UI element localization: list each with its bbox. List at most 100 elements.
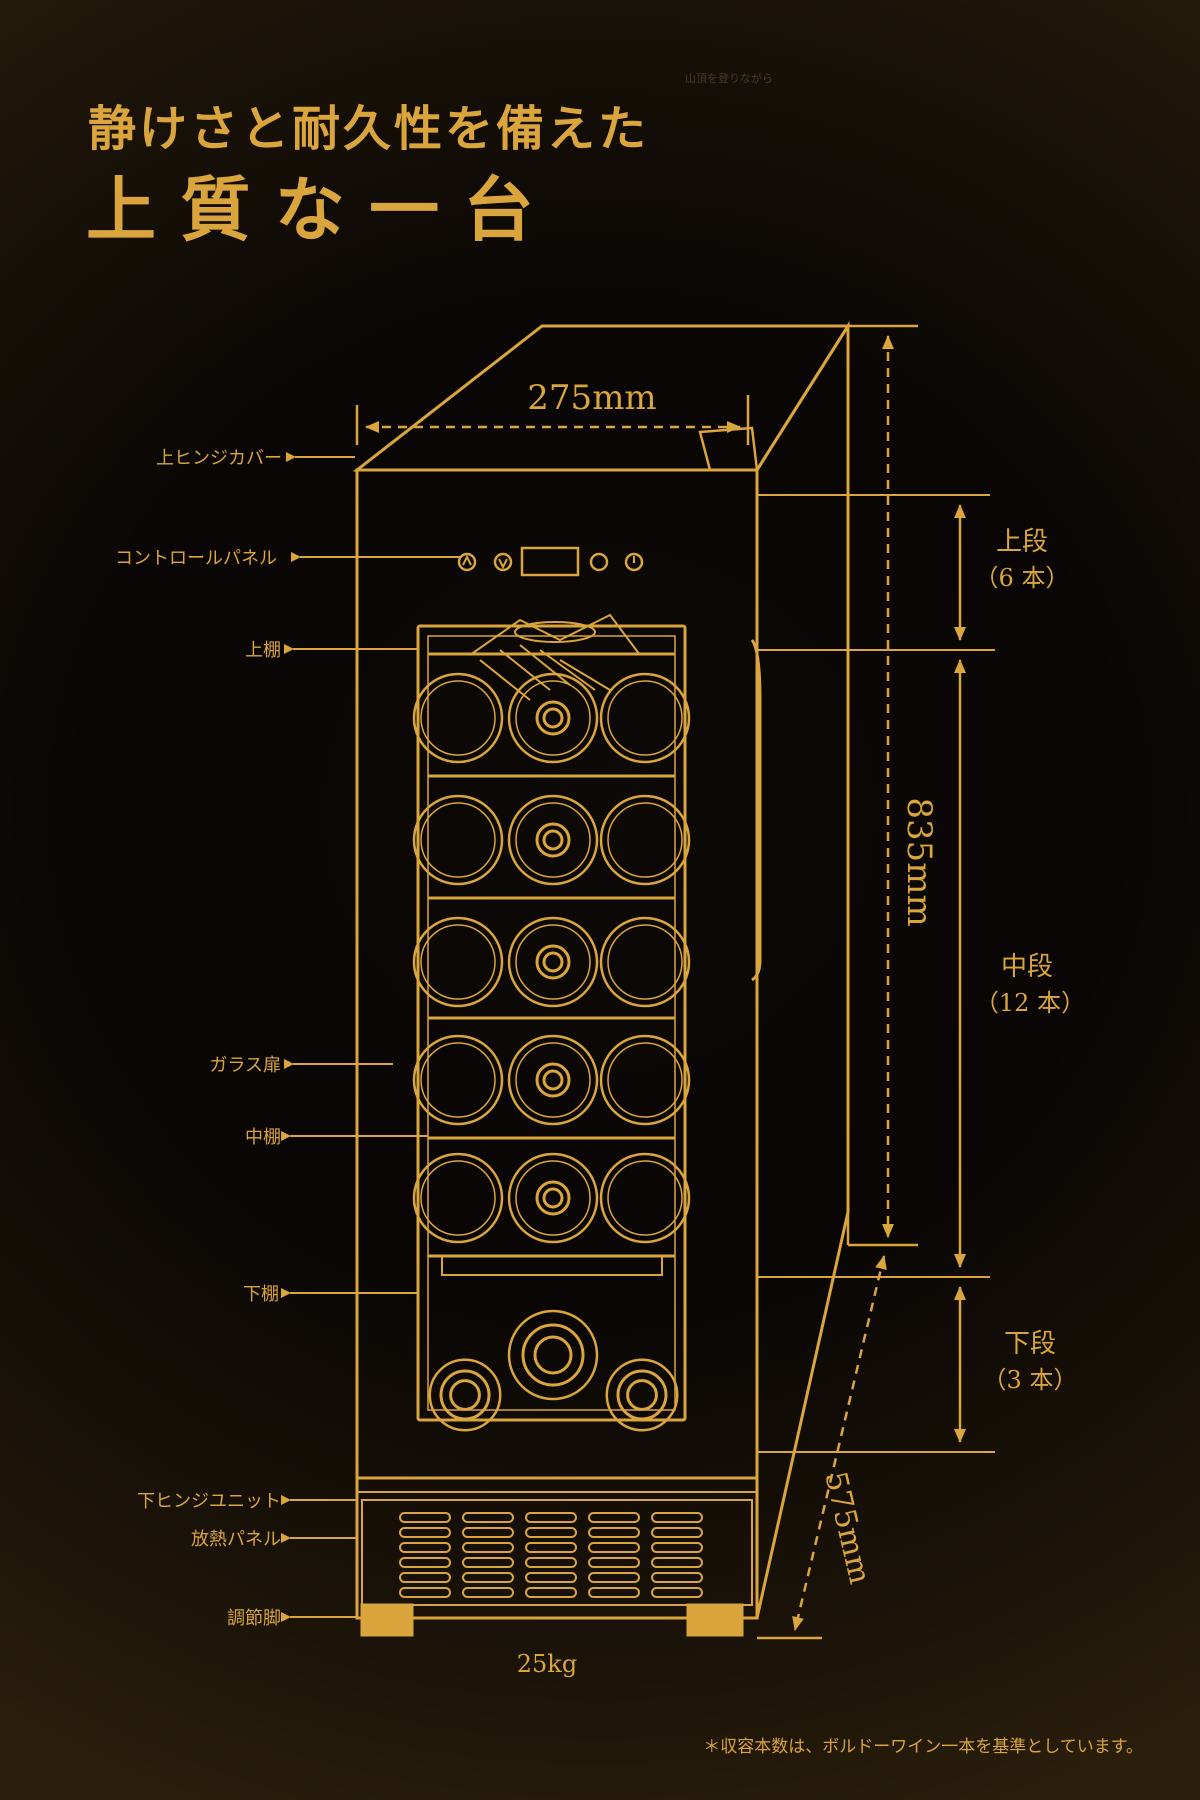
depth-value: 575mm [817,1468,877,1587]
bottle-end-rim [515,924,591,1000]
vent-slot [588,1512,640,1523]
bottle-neck [535,700,571,736]
depth-dimension [757,1212,887,1640]
vent-slot [588,1557,640,1568]
bottle-neck [542,1187,564,1209]
bottle-end-rim [607,924,683,1000]
bottle-end-rim [607,680,683,756]
vent-slot [399,1572,451,1583]
bottle-end [412,672,504,764]
vent-slot [399,1512,451,1523]
vent-slot [462,1542,514,1553]
bottle-end [599,916,691,1008]
bottle-end [412,794,504,886]
bottle-end-rim [607,1042,683,1118]
bottle-end-rim [607,1160,683,1236]
bottle-end-rim [515,1160,591,1236]
section-middle-name: 中段 [1001,952,1053,982]
vent-slot [651,1542,703,1553]
bottle-end-rim [515,680,591,756]
bottom-bottle-end [507,1309,599,1401]
label-heat-panel: 放熱パネル [191,1529,281,1550]
bottom-bottle-end [521,1323,585,1387]
bottle-end [599,794,691,886]
height-value: 835mm [899,797,939,926]
bottle-neck [542,829,564,851]
bottle-end-rim [420,802,496,878]
bottle-neck [535,1062,571,1098]
weight-value: 25kg [517,1650,577,1678]
bottom-bottle-end [626,1379,658,1411]
bottle-end [507,1034,599,1126]
bottle-neck [535,822,571,858]
section-middle-count: （12 本） [975,989,1085,1017]
bottle-group [412,672,691,1432]
part-arrows [281,452,460,1622]
control-panel[interactable] [457,546,644,577]
bottle-end-rim [420,1160,496,1236]
bottle-end [599,672,691,764]
label-middle-shelf: 中棚 [245,1127,281,1148]
vent-slot [525,1572,577,1583]
bottle-end-rim [420,680,496,756]
label-adjustable-feet: 調節脚 [227,1608,281,1629]
bottle-end [507,672,599,764]
vent-slot [588,1572,640,1583]
bottle-end [599,1034,691,1126]
light-button-icon[interactable] [589,552,609,572]
vent-slot [462,1557,514,1568]
width-dimension [355,395,750,445]
bottle-end [412,1034,504,1126]
vent-slot [651,1557,703,1568]
bottom-bottle-end [428,1358,502,1432]
vent-slot [525,1542,577,1553]
footnote: ＊収容本数は、ボルドーワイン一本を基準としています。 [703,1737,1143,1757]
bottom-bottle-end [533,1335,573,1375]
vent-slot [399,1587,451,1598]
vent-slot [651,1512,703,1523]
top-tilted-bottles [469,613,641,701]
section-lower-name: 下段 [1004,1329,1056,1359]
faint-note: 山頂を登りながら [685,71,773,85]
height-dimension [848,324,918,1247]
bottle-end-rim [515,1042,591,1118]
vent-slot [399,1527,451,1538]
bottle-end [507,794,599,886]
vent-slot [588,1527,640,1538]
bottle-neck [542,951,564,973]
display-window [520,546,580,577]
label-lower-hinge-unit: 下ヒンジユニット [137,1491,281,1512]
vent-slot [588,1587,640,1598]
label-upper-shelf: 上棚 [245,640,281,661]
bottle-end-rim [420,1042,496,1118]
shelves [428,652,675,1276]
vent-grille [399,1512,703,1598]
bottle-end-rim [515,802,591,878]
bottle-end [507,1152,599,1244]
bottom-bottle-end [616,1369,668,1421]
bottom-bottle-end [605,1358,679,1432]
section-upper-count: （6 本） [975,564,1070,592]
bottle-end [507,916,599,1008]
vent-slot [462,1527,514,1538]
bottle-neck [542,1069,564,1091]
vent-slot [399,1542,451,1553]
label-lower-shelf: 下棚 [243,1284,279,1305]
label-control-panel: コントロールパネル [115,548,277,569]
section-lower-count: （3 本） [983,1366,1078,1394]
vent-slot [399,1557,451,1568]
vent-slot [462,1587,514,1598]
vent-slot [651,1527,703,1538]
vent-slot [651,1572,703,1583]
vent-slot [525,1587,577,1598]
vent-slot [525,1557,577,1568]
power-button-icon[interactable] [624,552,644,572]
up-button-icon[interactable] [457,552,477,572]
vent-slot [462,1572,514,1583]
down-button-icon[interactable] [493,552,513,572]
bottle-neck [535,944,571,980]
label-glass-door: ガラス扉 [209,1055,281,1076]
bottle-neck [535,1180,571,1216]
vent-slot [588,1542,640,1553]
